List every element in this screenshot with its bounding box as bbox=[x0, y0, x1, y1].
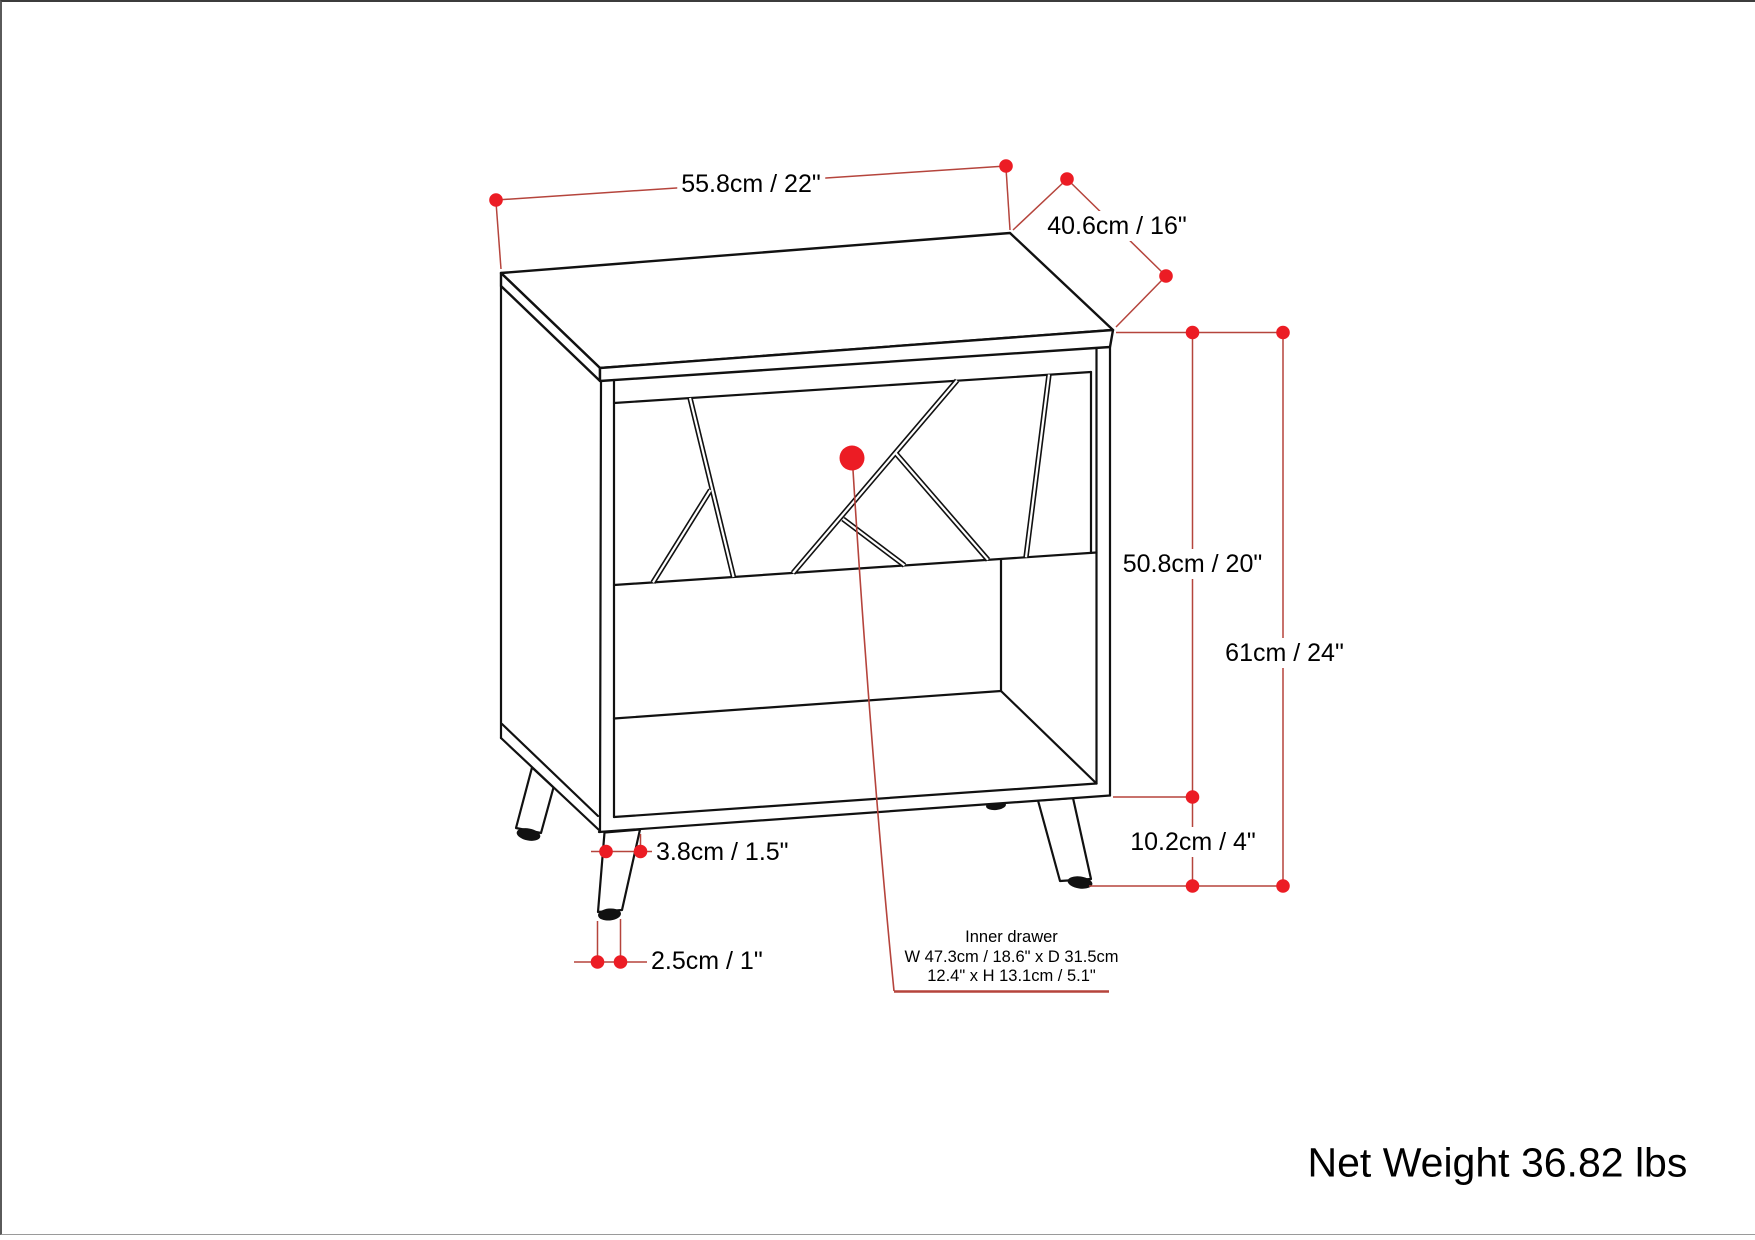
drawer-pattern-line-core bbox=[792, 379, 958, 574]
depth-ext-right bbox=[1115, 277, 1165, 328]
width-ext-right bbox=[1005, 167, 1011, 231]
drawer-pattern-line-core bbox=[688, 397, 735, 578]
shelf-floor-right-edge bbox=[999, 689, 1098, 785]
top-depth-label: 40.6cm / 16" bbox=[1043, 211, 1191, 241]
leg-height-label: 10.2cm / 4" bbox=[1126, 826, 1260, 857]
drawer-pattern-inner bbox=[652, 374, 1051, 583]
leg-top-dot-left bbox=[599, 844, 613, 859]
width-ext-left bbox=[495, 201, 502, 270]
height-dot-ground-inner bbox=[1185, 879, 1200, 893]
height-dot-top-outer bbox=[1276, 325, 1290, 340]
front-right-foot bbox=[1067, 876, 1093, 889]
leg-bottom-width-label: 2.5cm / 1" bbox=[647, 946, 767, 976]
drawer-bottom-edge bbox=[612, 551, 1098, 587]
left-bottom-band-top bbox=[500, 722, 600, 818]
top-width-label: 55.8cm / 22" bbox=[677, 168, 825, 199]
front-right-leg bbox=[1036, 796, 1093, 883]
cabinet-height-label: 50.8cm / 20" bbox=[1118, 549, 1267, 579]
leg-bottom-dot-left bbox=[590, 955, 605, 969]
height-dot-cabinet-bottom bbox=[1185, 790, 1200, 804]
inner-drawer-note-line2: W 47.3cm / 18.6" x D 31.5cm bbox=[904, 947, 1119, 966]
height-dot-ground-outer bbox=[1276, 879, 1290, 893]
depth-ext-left bbox=[1012, 180, 1066, 231]
carcass-lines bbox=[499, 284, 1112, 834]
drawer-pattern-line-core bbox=[1024, 374, 1051, 558]
height-dot-top-inner bbox=[1185, 325, 1200, 340]
left-bottom-edge bbox=[499, 736, 601, 832]
front-face bbox=[599, 347, 1110, 832]
rear-left-foot bbox=[516, 828, 541, 841]
total-height-label: 61cm / 24" bbox=[1221, 638, 1348, 668]
front-left-outer-edge bbox=[598, 379, 603, 834]
left-side-face bbox=[501, 286, 601, 832]
legs bbox=[514, 766, 1093, 914]
inner-drawer-note-line3: 12.4" x H 13.1cm / 5.1" bbox=[927, 966, 1096, 985]
inner-drawer-note-line1: Inner drawer bbox=[965, 927, 1058, 946]
leg-top-width-label: 3.8cm / 1.5" bbox=[652, 836, 793, 867]
width-dot-right bbox=[999, 159, 1013, 173]
shelf-floor-front-edge bbox=[612, 782, 1098, 819]
drawer-top-edge bbox=[612, 370, 1093, 405]
drawer-pattern-line-core bbox=[652, 489, 712, 583]
net-weight-label: Net Weight 36.82 lbs bbox=[1307, 1139, 1688, 1185]
bottom-front-edge bbox=[597, 794, 1112, 834]
inner-drawer-note: Inner drawer W 47.3cm / 18.6" x D 31.5cm… bbox=[904, 928, 1118, 987]
drawer-knob-marker bbox=[839, 445, 865, 471]
leg-bottom-dot-right bbox=[613, 955, 628, 969]
width-dot-left bbox=[489, 193, 503, 207]
depth-dot-bottom bbox=[1159, 269, 1173, 283]
dimension-dots bbox=[489, 159, 1290, 969]
leg-top-dot-right bbox=[633, 844, 648, 859]
depth-dot-top bbox=[1060, 172, 1074, 186]
front-left-foot bbox=[598, 908, 621, 921]
inner-drawer-leader bbox=[852, 469, 895, 992]
front-left-leg bbox=[596, 828, 642, 914]
drawer-pattern-line-core bbox=[894, 452, 989, 561]
shelf-floor-back-edge bbox=[612, 689, 1003, 720]
drawer-pattern-line-core bbox=[842, 518, 906, 567]
